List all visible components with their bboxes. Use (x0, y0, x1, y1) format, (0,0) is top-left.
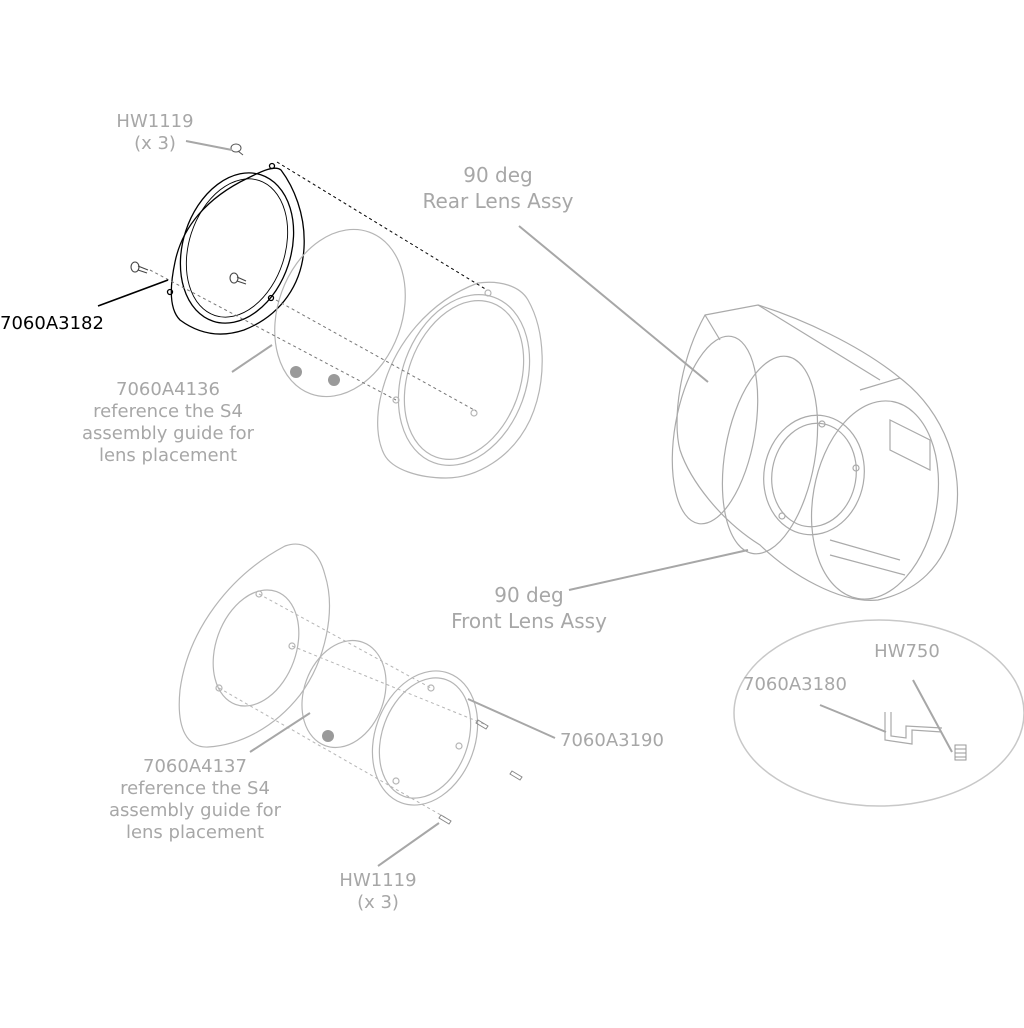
label-hw750-text: HW750 (874, 641, 940, 662)
label-hw1119-top-part: HW1119 (116, 111, 194, 132)
hw1119-screw-top (230, 143, 244, 156)
label-rear-lens-assy: 90 deg Rear Lens Assy (418, 162, 578, 214)
label-7060A3180: 7060A3180 (739, 674, 851, 696)
label-front-lens-assy-name: Front Lens Assy (451, 609, 607, 633)
label-hw750: HW750 (870, 641, 944, 663)
label-7060A4136: 7060A4136 reference the S4 assembly guid… (80, 379, 256, 467)
label-7060A3190: 7060A3190 (556, 730, 668, 752)
label-7060A4136-note-2: assembly guide for (81, 423, 254, 444)
label-7060A4137-part: 7060A4137 (143, 756, 247, 777)
leader-7060A3182 (97, 279, 169, 307)
screw-left (130, 261, 149, 274)
label-7060A3180-text: 7060A3180 (743, 674, 847, 695)
label-hw1119-top: HW1119 (x 3) (110, 111, 200, 155)
lens-7060A4137 (301, 639, 387, 749)
label-hw1119-bottom: HW1119 (x 3) (330, 870, 426, 914)
dashed-alignment-lines-front (218, 593, 485, 819)
hw1119-screws-bottom (438, 719, 523, 825)
label-front-lens-assy: 90 deg Front Lens Assy (444, 582, 614, 634)
label-7060A4137-note-1: reference the S4 (120, 778, 270, 799)
spring-hw750 (954, 744, 967, 761)
lamp-housing (671, 304, 959, 601)
label-7060A4136-note-1: reference the S4 (93, 401, 243, 422)
label-hw1119-bottom-part: HW1119 (339, 870, 417, 891)
label-7060A4136-part: 7060A4136 (116, 379, 220, 400)
label-7060A4137-note-2: assembly guide for (108, 800, 281, 821)
screw-inside (229, 272, 247, 285)
lens-7060A4136 (274, 228, 406, 398)
retainer-ring-7060A3190 (371, 670, 479, 806)
label-hw1119-bottom-qty: (x 3) (357, 892, 399, 913)
label-hw1119-top-qty: (x 3) (134, 133, 176, 154)
label-front-lens-assy-angle: 90 deg (494, 583, 564, 607)
label-7060A4137: 7060A4137 reference the S4 assembly guid… (107, 756, 283, 844)
label-rear-lens-assy-name: Rear Lens Assy (422, 189, 574, 213)
detail-callout-ellipse (733, 619, 1024, 807)
lens-holder-plate-rear (377, 281, 543, 479)
label-7060A3182: 7060A3182 (0, 313, 104, 335)
label-7060A3190-text: 7060A3190 (560, 730, 664, 751)
leader-lines (185, 140, 953, 867)
label-7060A4137-note-3: lens placement (125, 822, 265, 843)
dashed-alignment-lines-rear (149, 161, 488, 412)
label-7060A3182-text: 7060A3182 (0, 313, 104, 334)
label-rear-lens-assy-angle: 90 deg (463, 163, 533, 187)
lens-holder-plate-front (178, 543, 330, 748)
label-7060A4136-note-3: lens placement (98, 445, 238, 466)
retainer-ring-7060A3182 (166, 162, 305, 335)
